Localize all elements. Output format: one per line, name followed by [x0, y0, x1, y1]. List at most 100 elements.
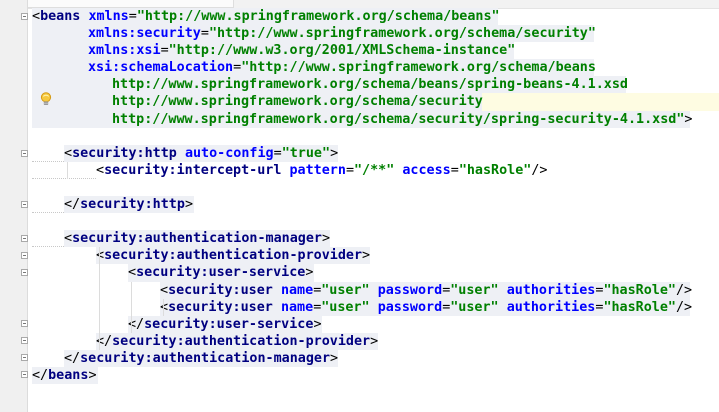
code-line[interactable]: </security:authentication-manager> — [32, 349, 719, 367]
code-line[interactable]: <security:http auto-config="true"> — [32, 144, 719, 162]
indent-whitespace — [32, 230, 64, 248]
code-token: < — [64, 145, 73, 161]
code-token: pattern — [289, 162, 346, 178]
code-token: = — [442, 299, 451, 315]
code-token: > — [313, 316, 322, 332]
code-token: = — [313, 299, 322, 315]
fold-marker-icon[interactable] — [21, 252, 28, 259]
code-token: "http://www.springframework.org/schema/b… — [136, 9, 500, 24]
code-token: "user" — [450, 299, 499, 315]
code-line[interactable]: xsi:schemaLocation="http://www.springfra… — [32, 59, 719, 77]
code-token — [499, 283, 507, 298]
code-line[interactable]: http://www.springframework.org/schema/se… — [32, 93, 719, 111]
code-token: "http://www.springframework.org/schema/b… — [241, 60, 596, 76]
code-token: = — [595, 299, 604, 315]
fold-marker-icon[interactable] — [21, 371, 28, 378]
indent-whitespace — [32, 145, 64, 162]
code-line[interactable]: </security:http> — [32, 196, 719, 214]
code-token: security:user-service — [144, 316, 314, 332]
code-token: security:authentication-manager — [72, 231, 322, 247]
code-line[interactable] — [32, 179, 719, 196]
code-line[interactable]: <beans xmlns="http://www.springframework… — [32, 8, 719, 26]
code-token: = — [200, 26, 209, 42]
code-token: "http://www.springframework.org/schema/s… — [208, 26, 596, 42]
code-token: > — [184, 197, 193, 213]
code-token: access — [402, 162, 451, 178]
code-token: = — [450, 162, 459, 178]
notification-bar — [8, 0, 234, 8]
code-token: "/**" — [354, 162, 395, 178]
code-token: "true" — [281, 145, 331, 161]
code-line[interactable]: xmlns:xsi="http://www.w3.org/2001/XMLSch… — [32, 42, 719, 60]
code-token — [177, 146, 185, 161]
tag-highlight — [64, 144, 338, 162]
code-line[interactable]: <security:authentication-manager> — [32, 230, 719, 248]
code-token — [281, 163, 289, 178]
code-line[interactable]: <security:user name="user" password="use… — [32, 298, 719, 316]
code-line[interactable]: <security:user name="user" password="use… — [32, 281, 719, 299]
code-token: > — [305, 265, 314, 281]
code-token: password — [377, 282, 443, 298]
code-line[interactable] — [32, 213, 719, 230]
code-line[interactable]: http://www.springframework.org/schema/se… — [32, 110, 719, 128]
code-line[interactable]: </security:user-service> — [32, 315, 719, 333]
code-line[interactable]: <security:intercept-url pattern="/**" ac… — [32, 162, 719, 179]
code-token: security:http — [80, 197, 185, 213]
code-token: beans — [40, 9, 81, 24]
code-token: "hasRole" — [603, 299, 676, 315]
tag-highlight — [32, 366, 98, 385]
fold-marker-icon[interactable] — [21, 201, 28, 208]
code-line[interactable]: </security:authentication-provider> — [32, 332, 719, 350]
code-token: name — [280, 299, 314, 315]
code-line[interactable]: xmlns:security="http://www.springframewo… — [32, 25, 719, 43]
code-line[interactable]: </beans> — [32, 366, 719, 385]
tag-highlight — [64, 230, 330, 248]
code-line[interactable]: http://www.springframework.org/schema/be… — [32, 76, 719, 94]
code-token: = — [345, 162, 354, 178]
fold-marker-icon[interactable] — [21, 354, 28, 361]
code-token — [273, 300, 281, 315]
code-token: < — [160, 282, 169, 298]
code-line[interactable] — [32, 128, 719, 145]
fold-marker-icon[interactable] — [21, 13, 28, 20]
code-token: authorities — [506, 299, 596, 315]
tag-highlight — [160, 298, 690, 316]
code-token: security:authentication-provider — [112, 333, 371, 349]
fold-marker-icon[interactable] — [21, 320, 28, 327]
code-line[interactable]: <security:authentication-provider> — [32, 247, 719, 265]
code-token: < — [96, 162, 105, 178]
tag-highlight — [96, 247, 370, 265]
fold-marker-icon[interactable] — [21, 235, 28, 242]
fold-marker-icon[interactable] — [21, 269, 28, 276]
code-editor[interactable]: <beans xmlns="http://www.springframework… — [32, 8, 719, 385]
code-token: < — [64, 231, 73, 247]
code-token: > — [321, 231, 331, 247]
code-token: password — [377, 299, 443, 315]
tag-highlight — [96, 332, 378, 350]
tag-highlight — [128, 315, 322, 333]
code-token: authorities — [506, 282, 596, 298]
code-token: /> — [531, 162, 548, 178]
code-token: security:http — [72, 145, 177, 161]
tag-highlight — [128, 264, 314, 282]
code-token: </ — [32, 367, 49, 383]
code-token: security:intercept-url — [104, 162, 282, 178]
tag-highlight — [32, 25, 594, 43]
indent-whitespace — [32, 196, 64, 214]
code-token — [370, 283, 378, 298]
lightbulb-icon[interactable] — [38, 91, 54, 107]
code-token: security:user-service — [136, 265, 306, 281]
code-token: xsi:schemaLocation — [88, 60, 234, 76]
fold-marker-icon[interactable] — [21, 337, 28, 344]
code-token: http://www.springframework.org/schema/se… — [112, 111, 685, 127]
code-token: xmlns:security — [88, 26, 201, 42]
fold-marker-icon[interactable] — [21, 150, 28, 157]
code-token — [499, 300, 507, 315]
code-token: = — [442, 282, 451, 298]
tag-highlight — [32, 93, 482, 111]
indent-whitespace — [32, 162, 96, 179]
code-token: = — [160, 43, 169, 59]
code-token: < — [96, 248, 105, 264]
code-line[interactable]: <security:user-service> — [32, 264, 719, 282]
code-token: > — [362, 248, 371, 264]
